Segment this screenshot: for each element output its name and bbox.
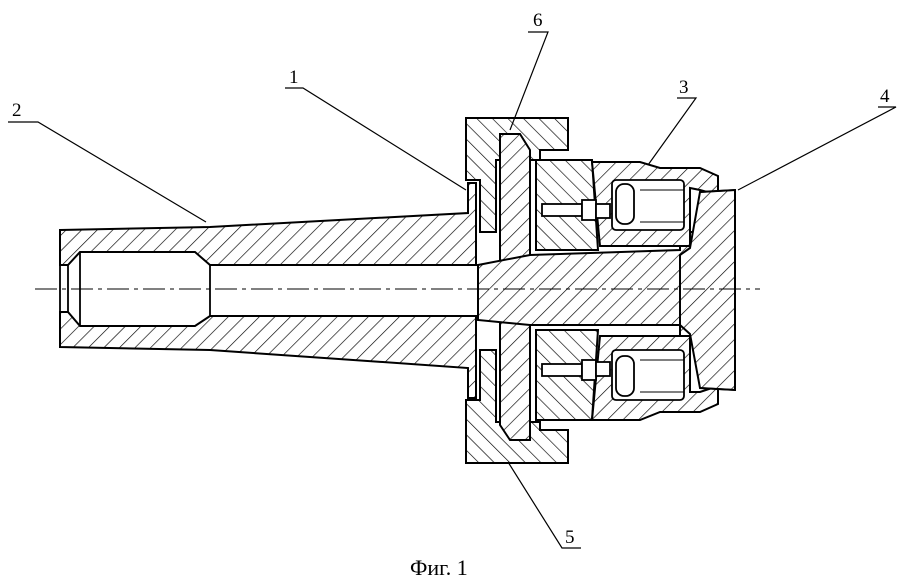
callout-4: 4 [880, 86, 890, 107]
callout-1: 1 [289, 67, 299, 88]
flange-nut-part [465, 117, 569, 464]
screw-upper [541, 199, 611, 221]
callout-5: 5 [565, 527, 575, 548]
shank-part [59, 182, 477, 399]
leader-lines [8, 31, 897, 549]
callout-2: 2 [12, 100, 22, 121]
callout-6: 6 [533, 10, 543, 31]
cone-tip-part [679, 188, 736, 392]
screw-lower [541, 359, 611, 381]
callout-3: 3 [679, 77, 689, 98]
figure-caption: Фиг. 1 [410, 555, 468, 580]
